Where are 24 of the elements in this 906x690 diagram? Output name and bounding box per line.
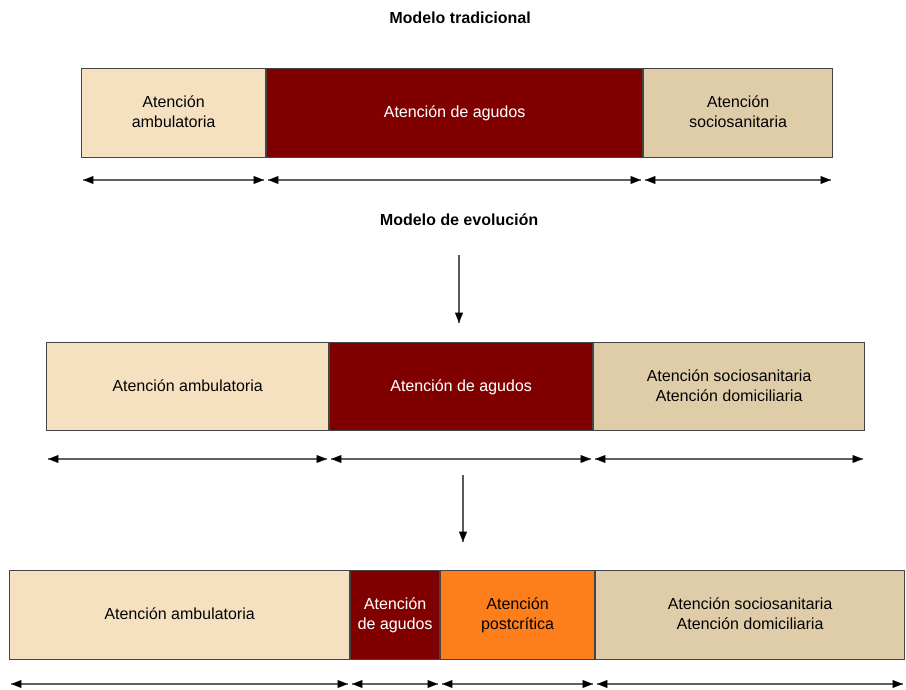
care-segment — [81, 68, 266, 158]
care-segment — [643, 68, 833, 158]
segment-label: Atención domiciliaria — [654, 386, 804, 406]
care-segment — [329, 342, 593, 431]
care-segment — [350, 570, 440, 660]
segment-label: Atención domiciliaria — [676, 615, 824, 635]
segment-label: Atención sociosanitaria — [666, 595, 834, 615]
care-segment — [9, 570, 350, 660]
segment-label: Atención sociosanitaria — [646, 366, 812, 386]
care-segment — [46, 342, 329, 431]
segment-label: Atención de agudos — [389, 376, 533, 396]
segment-label: Atención sociosanitaria — [688, 93, 788, 133]
segment-label: Atención ambulatoria — [130, 93, 216, 133]
care-segment — [593, 342, 865, 431]
segment-label: Atención ambulatoria — [103, 605, 256, 625]
segment-label: Atención ambulatoria — [111, 376, 264, 396]
segment-label: Atención de agudos — [382, 103, 526, 123]
care-segment — [595, 570, 905, 660]
title: Modelo tradicional — [388, 10, 532, 28]
segment-label: Atención de agudos — [356, 595, 434, 635]
section-heading: Modelo de evolución — [378, 212, 540, 230]
care-segment — [266, 68, 643, 158]
care-segment — [440, 570, 595, 660]
segment-label: Atención postcrítica — [480, 595, 555, 635]
